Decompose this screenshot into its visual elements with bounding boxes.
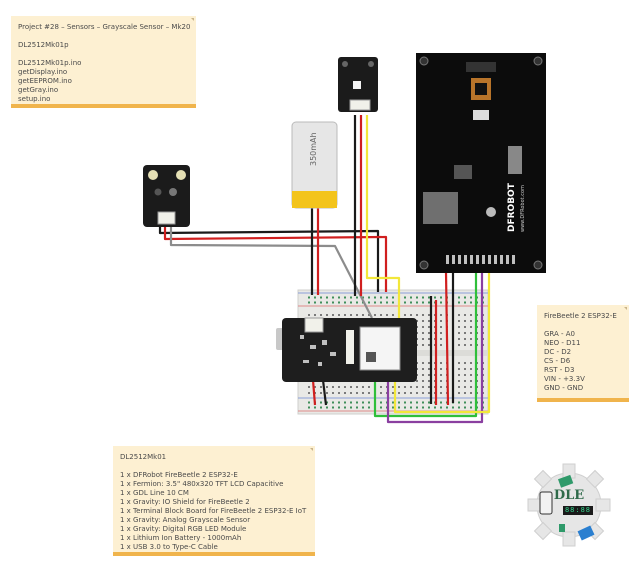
wire-yellow-display	[393, 272, 491, 414]
pin-item: CS - D6	[544, 357, 571, 365]
wire-black-sensor-gnd	[158, 227, 380, 292]
gear-icon	[527, 463, 611, 547]
project-title: Project #28 – Sensors – Grayscale Sensor…	[18, 23, 191, 31]
bom-item: 1 x Gravity: IO Shield for FireBeetle 2	[120, 498, 250, 506]
wire-red-jumper	[311, 379, 317, 406]
rgb-led-module	[338, 57, 378, 112]
pin-item: RST - D3	[544, 366, 575, 374]
bom-item: 1 x Gravity: Digital RGB LED Module	[120, 525, 247, 533]
pin-item: VIN - +3.3V	[544, 375, 585, 383]
wire-gray-sensor-signal	[169, 227, 373, 319]
bom-item: 1 x Terminal Block Board for FireBeetle …	[120, 507, 307, 515]
bom-title: DL2512Mk01	[120, 453, 167, 461]
bom-item: 1 x USB 3.0 to Type-C Cable	[120, 543, 218, 551]
wire-red-display-vcc	[444, 271, 450, 406]
grayscale-sensor	[143, 165, 190, 227]
wire-red-sensor-vcc	[163, 227, 388, 292]
bom-item: 1 x Fermion: 3.5" 480x320 TFT LCD Capaci…	[120, 480, 284, 488]
wire-black-jumper	[321, 379, 328, 406]
file-item: getDisplay.ino	[18, 68, 68, 76]
display-brand-label: DFROBOT	[507, 182, 517, 232]
pin-note-title: FireBeetle 2 ESP32-E	[544, 312, 617, 320]
project-note: Project #28 – Sensors – Grayscale Sensor…	[11, 16, 196, 108]
wire-green-display	[373, 272, 478, 418]
file-item: setup.ino	[18, 95, 51, 103]
bom-item: 1 x Lithium Ion Battery - 1000mAh	[120, 534, 242, 542]
bom-item: 1 x GDL Line 10 CM	[120, 489, 189, 497]
file-item: getEEPROM.ino	[18, 77, 72, 85]
sketch-name: DL2512Mk01p	[18, 41, 69, 49]
bom-item: 1 x DFRobot FireBeetle 2 ESP32-E	[120, 471, 238, 479]
battery-capacity-label: 350mAh	[309, 132, 318, 166]
logo-text: DLE	[553, 488, 585, 503]
lipo-battery: 350mAh	[291, 121, 338, 209]
file-item: DL2512Mk01p.ino	[18, 59, 82, 67]
dle-logo: DLE 88:88	[526, 462, 612, 548]
pin-item: DC - D2	[544, 348, 572, 356]
wires	[158, 115, 491, 424]
logo-digital-display: 88:88	[563, 506, 593, 515]
tft-lcd-display: DFROBOT www.DFRobot.com	[416, 53, 546, 273]
pin-item: GRA - A0	[544, 330, 576, 338]
bom-item: 1 x Gravity: Analog Grayscale Sensor	[120, 516, 251, 524]
bill-of-materials-note: DL2512Mk01 1 x DFRobot FireBeetle 2 ESP3…	[113, 446, 315, 556]
pin-item: GND - GND	[544, 384, 584, 392]
display-url-label: www.DFRobot.com	[520, 185, 526, 232]
pin-item: NEO - D11	[544, 339, 581, 347]
wire-purple-display	[386, 272, 484, 424]
pin-mapping-note: FireBeetle 2 ESP32-E GRA - A0 NEO - D11 …	[537, 305, 629, 402]
file-item: getGray.ino	[18, 86, 59, 94]
firebeetle-esp32-board	[276, 317, 417, 382]
wire-yellow-led-data	[365, 115, 401, 318]
